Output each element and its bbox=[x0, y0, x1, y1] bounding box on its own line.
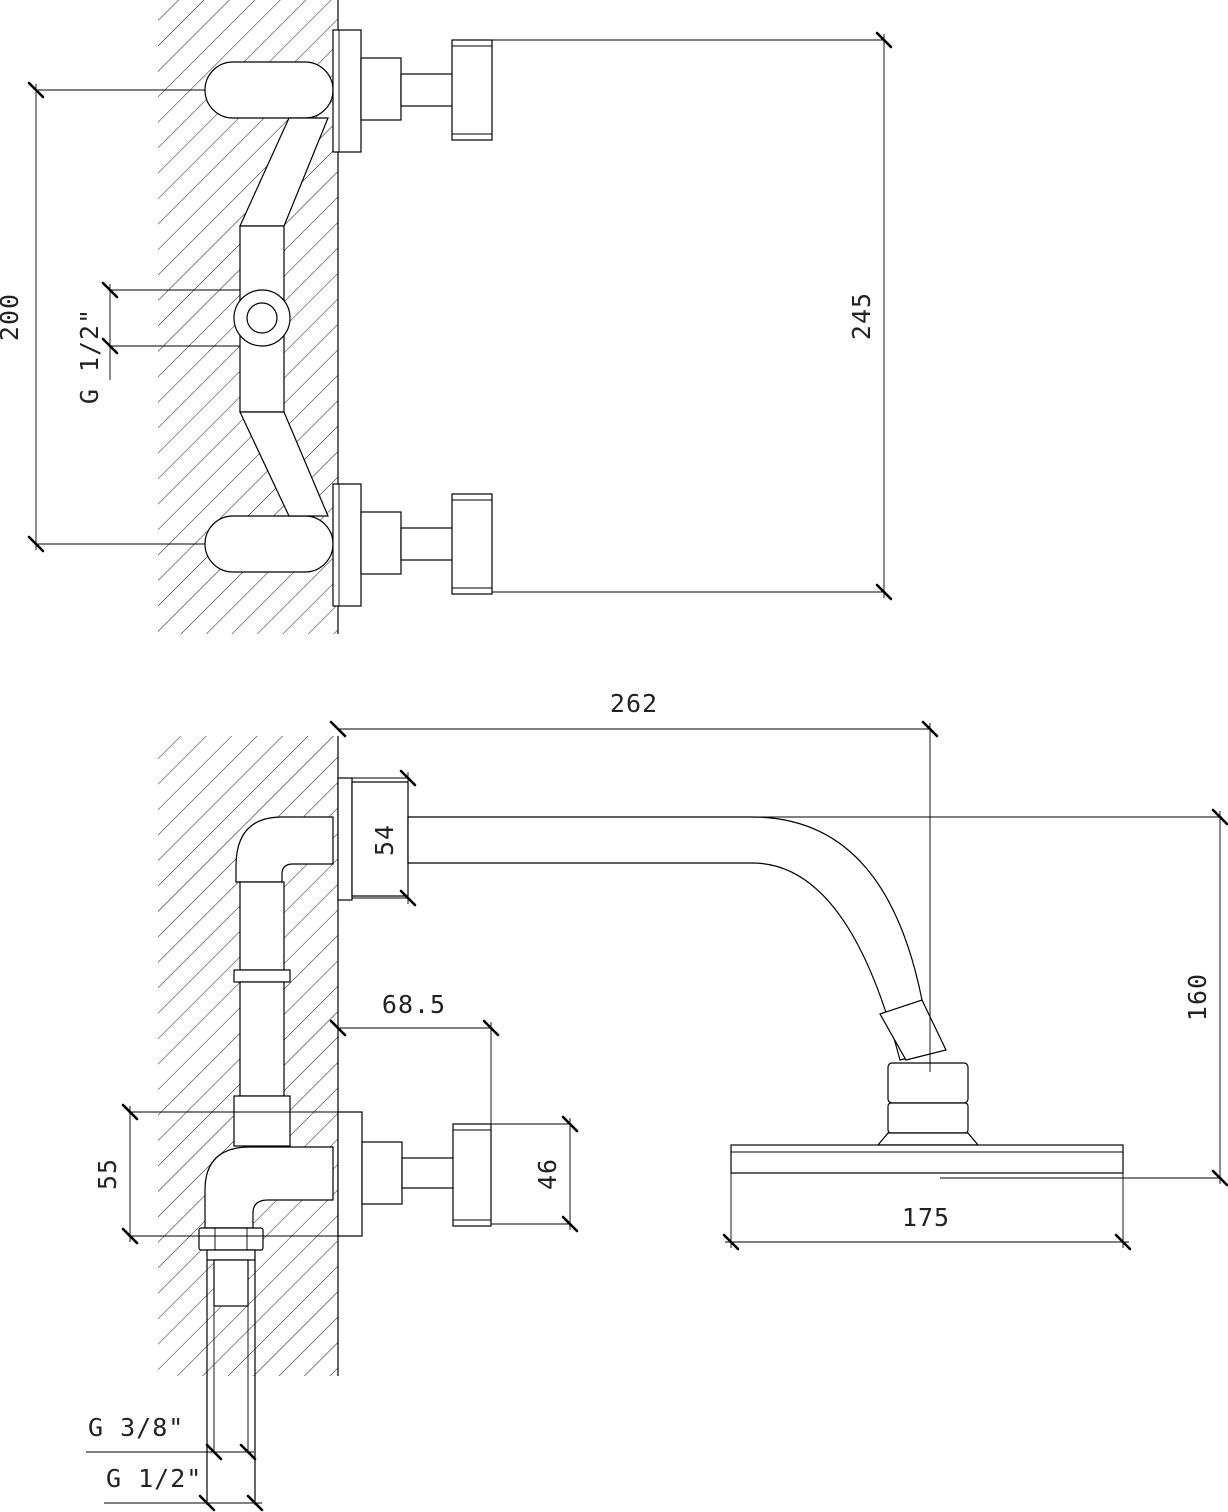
outlet-bore bbox=[246, 302, 278, 334]
side-view: 262 54 160 68.5 bbox=[86, 689, 1228, 1512]
dim-label-245: 245 bbox=[847, 292, 876, 340]
dim-label-262: 262 bbox=[610, 689, 658, 718]
dimension-inlet-small: G 3/8" bbox=[86, 1413, 257, 1461]
inlet-collar bbox=[206, 1249, 256, 1261]
lower-handle bbox=[451, 493, 493, 595]
dimension-68-5: 68.5 bbox=[329, 990, 500, 1124]
riser-pipe-upper bbox=[239, 881, 285, 971]
upper-handle bbox=[451, 39, 493, 141]
inlet-hex-nut bbox=[198, 1227, 264, 1251]
dimension-262: 262 bbox=[329, 689, 939, 1072]
dimension-200: 200 bbox=[0, 81, 205, 553]
dim-label-68-5: 68.5 bbox=[382, 990, 446, 1019]
head-cone bbox=[876, 1132, 980, 1146]
dimension-55: 55 bbox=[93, 1103, 338, 1245]
riser-coupling bbox=[233, 969, 291, 983]
lower-spindle-side bbox=[401, 1157, 455, 1189]
dim-label-55: 55 bbox=[93, 1158, 122, 1190]
upper-spindle-nut bbox=[360, 57, 402, 121]
arm-ball-joint bbox=[879, 999, 947, 1061]
upper-elbow bbox=[235, 816, 334, 883]
arm-flange bbox=[337, 777, 353, 901]
dimension-inlet-large: G 1/2" bbox=[104, 1464, 264, 1512]
dim-label-160: 160 bbox=[1183, 973, 1212, 1021]
inlet-fitting bbox=[213, 1259, 249, 1307]
arm-flange-rose bbox=[351, 781, 409, 897]
dimension-outlet-thread: G 1/2" bbox=[75, 281, 240, 404]
dim-label-200: 200 bbox=[0, 293, 24, 341]
dim-label-54: 54 bbox=[370, 824, 399, 856]
dimension-245: 245 bbox=[492, 31, 893, 601]
lower-flange-side bbox=[337, 1111, 363, 1237]
lower-valve-body bbox=[204, 515, 334, 573]
lower-spindle-nut bbox=[360, 511, 402, 575]
lower-handle-side bbox=[452, 1123, 492, 1227]
upper-valve-body bbox=[204, 61, 334, 119]
shower-head bbox=[730, 1144, 1124, 1174]
lower-spindle-nut-side bbox=[361, 1141, 403, 1205]
dimension-54: 54 bbox=[352, 769, 417, 907]
dimension-175: 175 bbox=[722, 1173, 1132, 1251]
dimension-160: 160 bbox=[752, 808, 1228, 1187]
crossover-lower-arm bbox=[239, 411, 329, 517]
upper-spindle bbox=[400, 73, 454, 107]
head-nut-ring bbox=[887, 1102, 969, 1134]
head-nut-top bbox=[887, 1062, 969, 1104]
dim-label-outlet-thread: G 1/2" bbox=[75, 308, 104, 404]
dim-label-inlet-small: G 3/8" bbox=[88, 1413, 184, 1442]
dimension-46: 46 bbox=[491, 1115, 579, 1233]
dim-label-inlet-large: G 1/2" bbox=[106, 1464, 202, 1493]
riser-base-sleeve bbox=[233, 1095, 291, 1147]
lower-flange bbox=[332, 483, 362, 607]
top-view: 200 G 1/2" 245 bbox=[0, 0, 893, 634]
riser-pipe-lower bbox=[239, 981, 285, 1097]
lower-spindle bbox=[400, 527, 454, 561]
dim-label-175: 175 bbox=[902, 1203, 950, 1232]
upper-flange bbox=[332, 29, 362, 153]
dim-label-46: 46 bbox=[533, 1158, 562, 1190]
